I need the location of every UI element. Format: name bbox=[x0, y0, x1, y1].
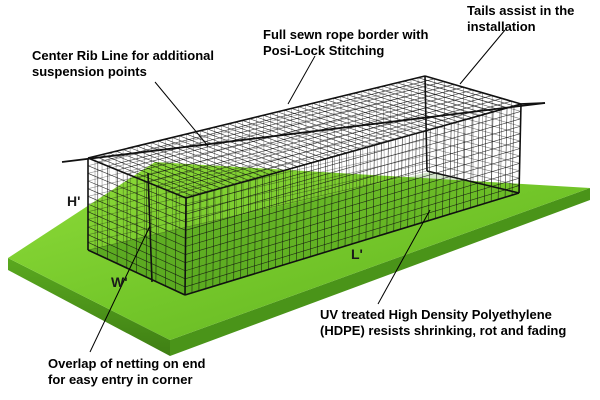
callout-line: Center Rib Line for additional bbox=[32, 48, 215, 63]
callout-overlap: Overlap of netting on end for easy entry… bbox=[48, 356, 205, 388]
netting bbox=[87, 75, 522, 296]
leader-lines bbox=[89, 29, 506, 353]
callout-rope-border: Full sewn rope border with Posi-Lock Sti… bbox=[263, 27, 428, 59]
callout-line: (HDPE) resists shrinking, rot and fading bbox=[320, 323, 567, 338]
roof-net bbox=[87, 75, 522, 199]
center-rib-line bbox=[61, 102, 546, 163]
callout-line: suspension points bbox=[32, 64, 147, 79]
callout-center-rib: Center Rib Line for additional suspensio… bbox=[32, 48, 214, 80]
callout-tails: Tails assist in the installation bbox=[467, 3, 574, 35]
dimension-height-label: H' bbox=[67, 193, 81, 209]
rope-border bbox=[87, 75, 522, 296]
callout-line: for easy entry in corner bbox=[48, 372, 193, 387]
callout-line: UV treated High Density Polyethylene bbox=[320, 307, 552, 322]
turf-side-front bbox=[8, 258, 170, 356]
tail-right bbox=[520, 102, 546, 105]
callout-line: Full sewn rope border with bbox=[263, 27, 429, 42]
callout-line: installation bbox=[467, 19, 536, 34]
callout-line: Overlap of netting on end bbox=[48, 356, 206, 371]
dimension-length-label: L' bbox=[351, 246, 363, 262]
callout-line: Tails assist in the bbox=[467, 3, 575, 18]
turf-side-right bbox=[170, 188, 590, 356]
dimension-width-label: W' bbox=[111, 274, 128, 290]
callout-uv-hdpe: UV treated High Density Polyethylene (HD… bbox=[320, 307, 566, 339]
callout-line: Posi-Lock Stitching bbox=[263, 43, 385, 58]
